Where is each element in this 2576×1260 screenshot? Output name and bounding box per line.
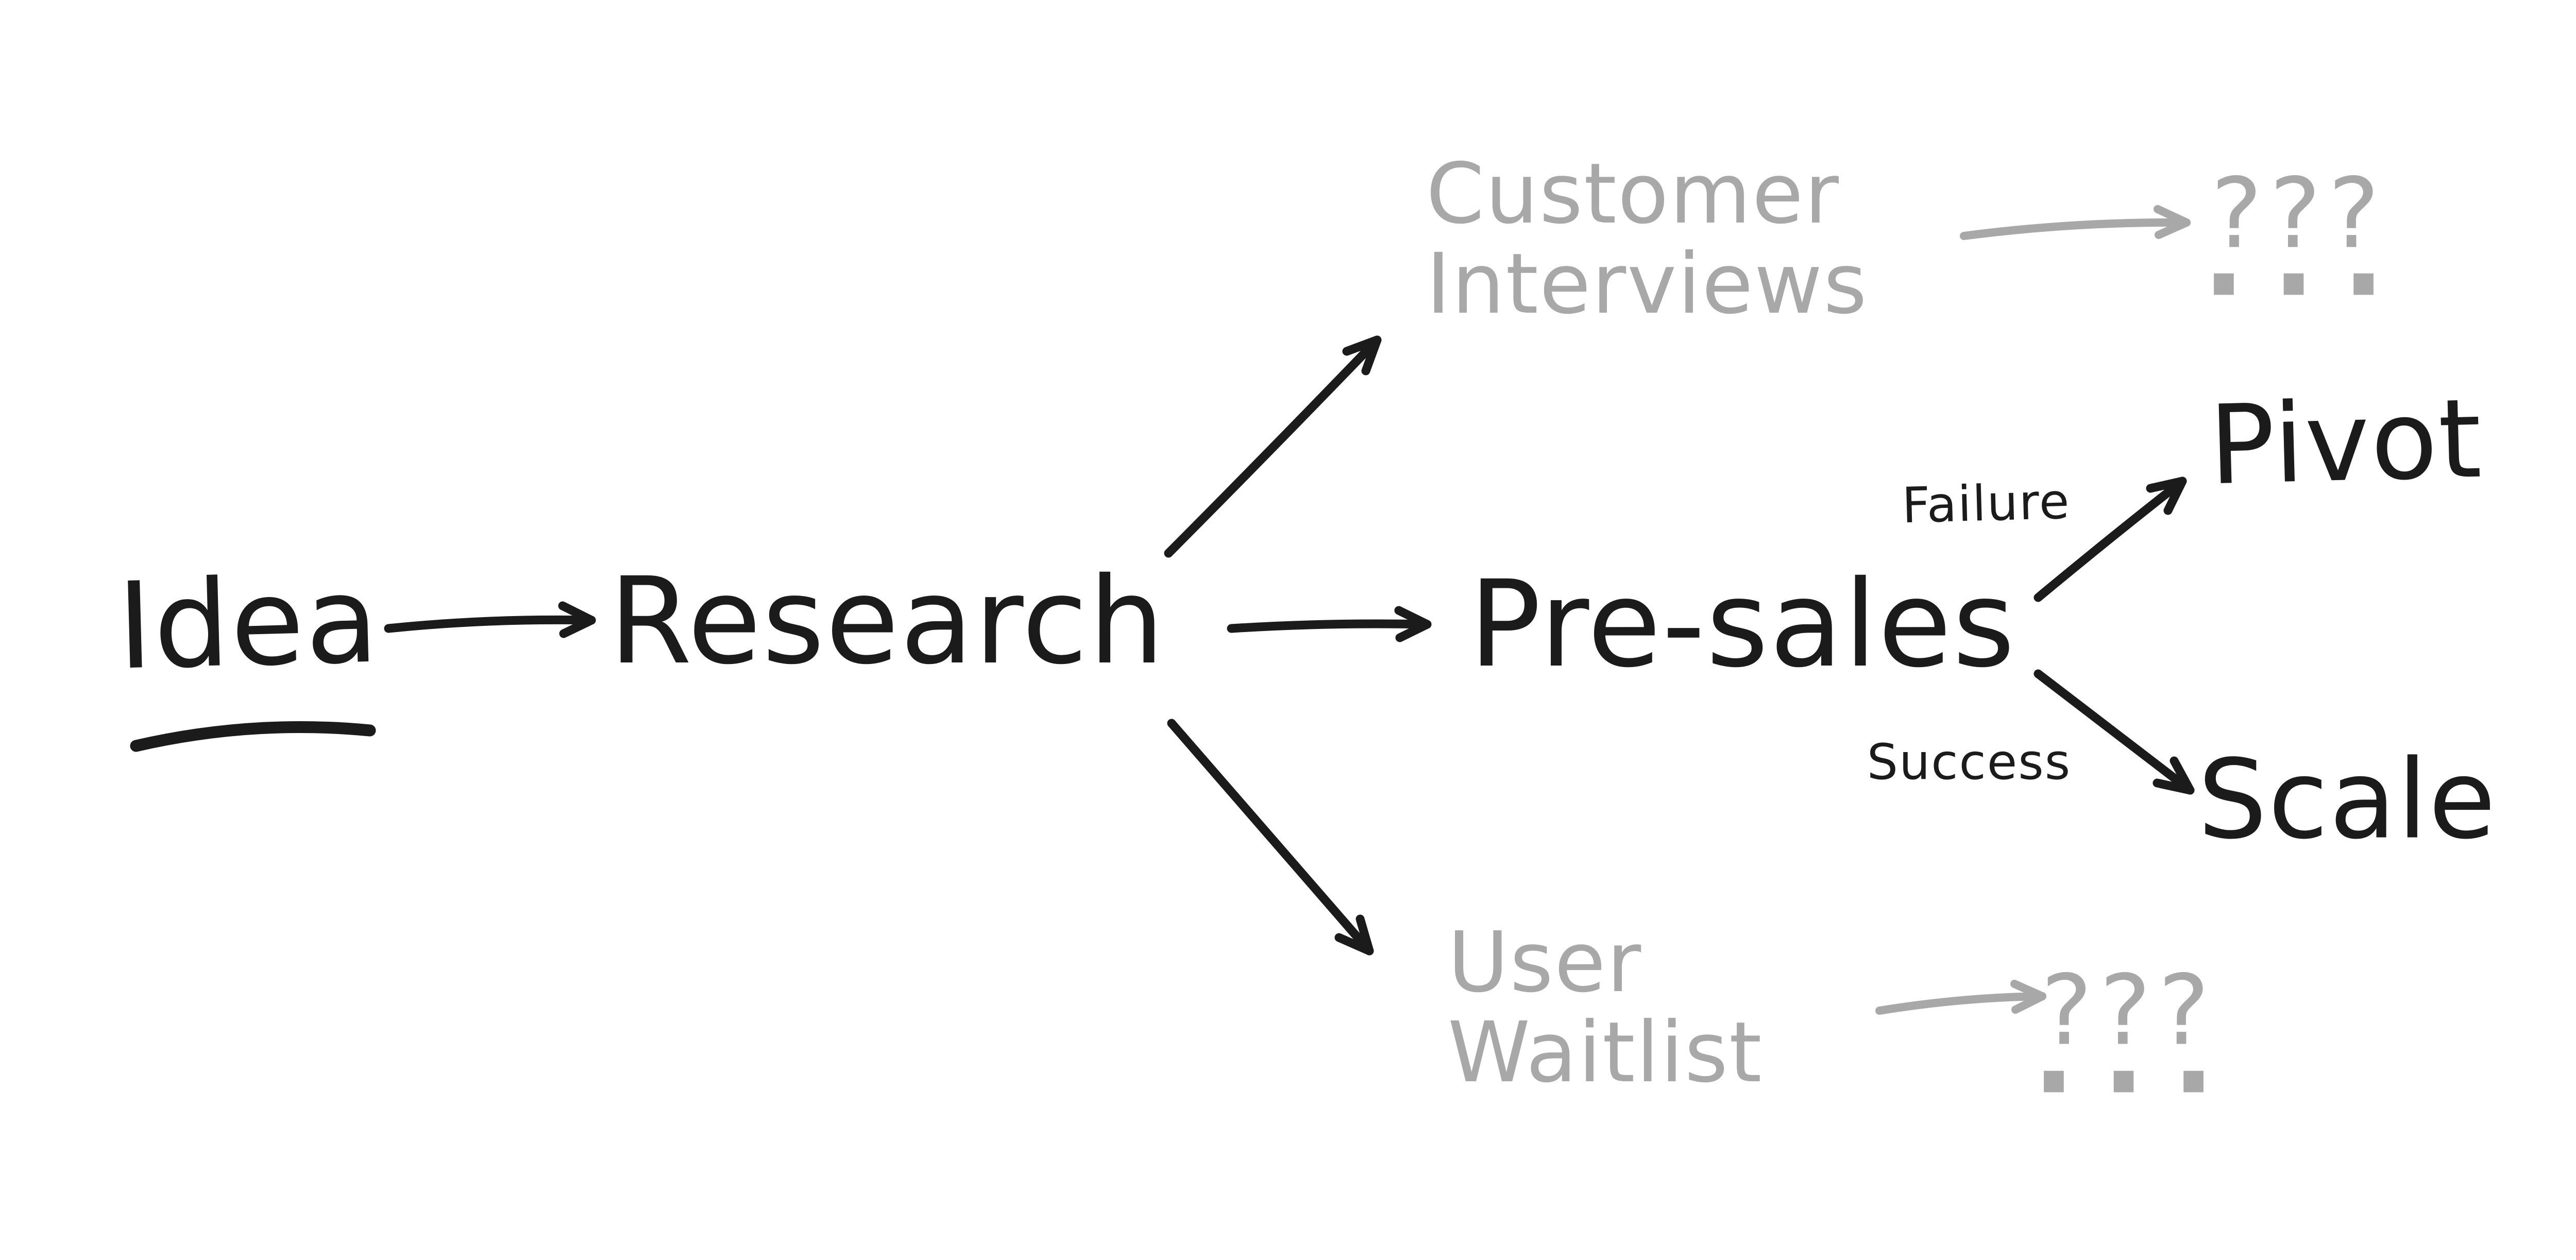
edge-label-success: Success	[1867, 734, 2072, 791]
node-customer-interviews: Customer Interviews	[1426, 149, 1868, 330]
node-unknown-bottom: ???	[2041, 954, 2217, 1067]
arrow-research-to-user-waitlist	[1167, 719, 1374, 956]
user-waitlist-line1: User	[1448, 914, 1642, 1011]
customer-interviews-line1: Customer	[1426, 146, 1840, 243]
arrow-idea-to-research	[384, 601, 596, 638]
node-idea: Idea	[115, 550, 381, 696]
idea-underline	[130, 721, 376, 752]
arrow-research-to-presales	[1227, 606, 1432, 642]
unknown-top-dots: ···	[2202, 218, 2412, 350]
user-waitlist-line2: Waitlist	[1448, 1004, 1763, 1101]
node-unknown-top: ???	[2211, 157, 2387, 270]
arrow-customer-interviews-to-unknown	[1960, 205, 2191, 240]
node-research: Research	[608, 552, 1166, 691]
unknown-bottom-dots: ···	[2032, 1016, 2242, 1148]
arrow-presales-to-pivot	[2033, 476, 2187, 602]
node-user-waitlist: User Waitlist	[1448, 918, 1763, 1098]
node-pivot: Pivot	[2207, 374, 2484, 509]
customer-interviews-line2: Interviews	[1426, 235, 1868, 333]
arrow-user-waitlist-to-unknown	[1875, 980, 2046, 1015]
arrow-presales-to-scale	[2033, 669, 2195, 795]
arrow-research-to-customer-interviews	[1164, 335, 1382, 558]
node-presales: Pre-sales	[1469, 555, 2016, 694]
node-scale: Scale	[2197, 736, 2497, 863]
